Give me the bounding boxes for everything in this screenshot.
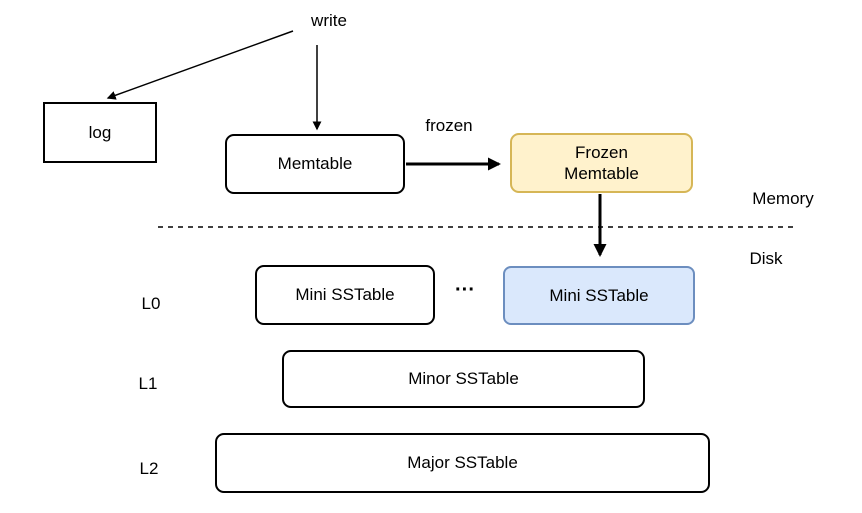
frozen-memtable-label: Frozen Memtable	[564, 142, 639, 185]
level-label-l2: L2	[139, 459, 159, 478]
disk-label: Disk	[749, 249, 783, 268]
node-mini-sstable-1: Mini SSTable	[255, 265, 435, 325]
memory-label: Memory	[752, 189, 814, 208]
node-mini-sstable-2: Mini SSTable	[503, 266, 695, 325]
level-label-l0: L0	[141, 294, 161, 313]
node-log: log	[43, 102, 157, 163]
frozen-memtable-label-line2: Memtable	[564, 164, 639, 183]
node-major-sstable: Major SSTable	[215, 433, 710, 493]
level-label-l1: L1	[138, 374, 158, 393]
node-frozen-memtable: Frozen Memtable	[510, 133, 693, 193]
ellipsis-label: ···	[455, 279, 475, 301]
write-to-log-arrow	[106, 30, 294, 100]
node-minor-sstable: Minor SSTable	[282, 350, 645, 408]
frozen-memtable-label-line1: Frozen	[575, 142, 628, 162]
node-memtable: Memtable	[225, 134, 405, 194]
write-label: write	[311, 11, 347, 30]
frozen-label: frozen	[425, 116, 473, 135]
